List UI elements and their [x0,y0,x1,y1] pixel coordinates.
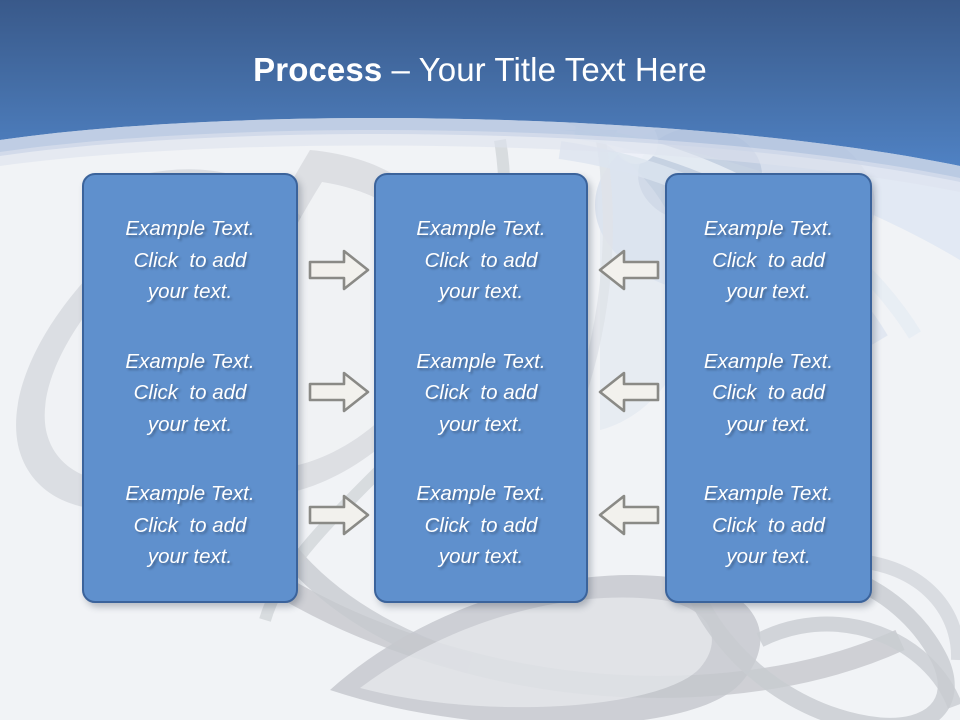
text-line: your text. [147,280,233,303]
process-column-left[interactable]: Example Text. Click to add your text. Ex… [82,173,298,603]
text-block[interactable]: Example Text. Click to add your text. [667,213,870,308]
text-line: Click to add [133,381,247,404]
text-line: Example Text. [703,482,834,505]
text-line: your text. [726,412,811,436]
text-line: Click to add [424,248,538,272]
text-line: Example Text. [125,349,255,373]
text-line: Click to add [712,248,825,272]
text-line: Click to add [424,513,538,537]
arrow-right-icon[interactable] [308,248,370,292]
text-block[interactable]: Example Text. Click to add your text. [667,478,870,573]
text-block[interactable]: Example Text. Click to add your text. [376,213,586,308]
title-rest: – Your Title Text Here [382,51,707,88]
arrow-right-icon[interactable] [308,493,370,537]
text-line: your text. [726,545,811,568]
text-line: Example Text. [416,482,546,505]
text-line: Click to add [712,513,825,537]
text-line: Click to add [424,381,538,404]
text-line: Example Text. [125,482,255,505]
text-line: Example Text. [416,349,546,373]
text-line: your text. [147,412,233,436]
text-line: Click to add [133,248,247,272]
text-line: Example Text. [703,349,834,373]
title-strong: Process [253,51,383,88]
arrow-left-icon[interactable] [598,493,660,537]
process-column-right[interactable]: Example Text. Click to add your text. Ex… [665,173,872,603]
text-line: Example Text. [416,217,546,240]
text-block[interactable]: Example Text. Click to add your text. [84,346,296,441]
arrow-right-icon[interactable] [308,370,370,414]
arrow-left-icon[interactable] [598,248,660,292]
process-column-middle[interactable]: Example Text. Click to add your text. Ex… [374,173,588,603]
arrow-left-icon[interactable] [598,370,660,414]
text-line: Click to add [712,381,825,404]
text-line: your text. [147,545,233,568]
text-block[interactable]: Example Text. Click to add your text. [84,213,296,308]
text-line: your text. [438,545,524,568]
text-line: your text. [438,412,524,436]
slide-title: Process – Your Title Text Here [0,50,960,90]
text-line: Example Text. [703,217,834,240]
text-line: your text. [438,280,524,303]
text-line: Example Text. [125,217,255,240]
text-block[interactable]: Example Text. Click to add your text. [376,478,586,573]
text-block[interactable]: Example Text. Click to add your text. [376,346,586,441]
text-line: your text. [726,280,811,303]
text-block[interactable]: Example Text. Click to add your text. [667,346,870,441]
text-block[interactable]: Example Text. Click to add your text. [84,478,296,573]
text-line: Click to add [133,513,247,537]
